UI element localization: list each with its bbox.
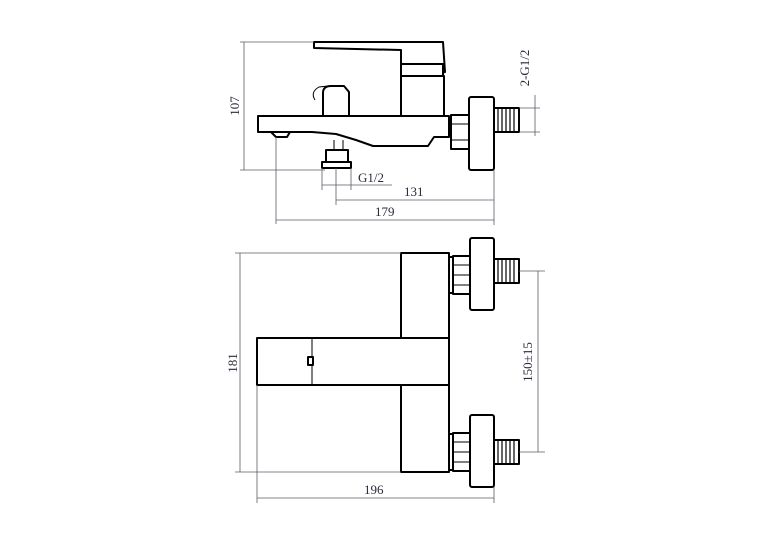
dim-196-label: 196 bbox=[364, 482, 384, 497]
side-view: 107 2-G1/2 G1/2 131 179 bbox=[227, 41, 540, 225]
lower-wall-flange bbox=[469, 414, 495, 488]
dim-131-label: 131 bbox=[404, 184, 424, 199]
dim-inlet-thread-label: 2-G1/2 bbox=[517, 50, 532, 87]
dimension-height-side: 107 bbox=[227, 41, 325, 171]
dim-150-label: 150±15 bbox=[520, 342, 535, 382]
dim-107-label: 107 bbox=[227, 96, 242, 116]
wall-flange bbox=[468, 96, 495, 171]
diverter-knob bbox=[322, 85, 350, 117]
dimension-height-front: 181 bbox=[225, 252, 401, 473]
threads-side bbox=[497, 108, 515, 132]
lower-inlet-assembly bbox=[448, 414, 520, 488]
upper-wall-flange bbox=[469, 237, 495, 311]
dimension-total-width: 196 bbox=[256, 385, 495, 503]
outlet-nut bbox=[321, 161, 352, 169]
outlet-nipple bbox=[325, 149, 349, 163]
dim-179-label: 179 bbox=[375, 204, 395, 219]
front-horizontal-body bbox=[256, 337, 450, 386]
dimension-spout-to-wall: 131 bbox=[335, 168, 495, 225]
cartridge-body bbox=[400, 75, 445, 117]
handle-neck bbox=[400, 63, 444, 77]
spout-tip bbox=[270, 131, 291, 138]
inlet-hex-nut bbox=[450, 114, 470, 150]
dim-g12-label: G1/2 bbox=[358, 170, 384, 185]
dimension-inlet-spacing: 150±15 bbox=[519, 270, 545, 453]
dimension-inlet-thread: 2-G1/2 bbox=[517, 50, 540, 136]
outlet-neck bbox=[333, 140, 344, 150]
front-diverter-slot bbox=[307, 356, 314, 366]
dimension-outlet-thread: G1/2 bbox=[321, 168, 392, 190]
dim-181-label: 181 bbox=[225, 353, 240, 373]
front-view: 181 150±15 196 bbox=[225, 237, 545, 503]
dimension-total-depth: 179 bbox=[275, 137, 494, 224]
upper-inlet-assembly bbox=[448, 237, 520, 311]
diverter-curve bbox=[312, 85, 329, 101]
